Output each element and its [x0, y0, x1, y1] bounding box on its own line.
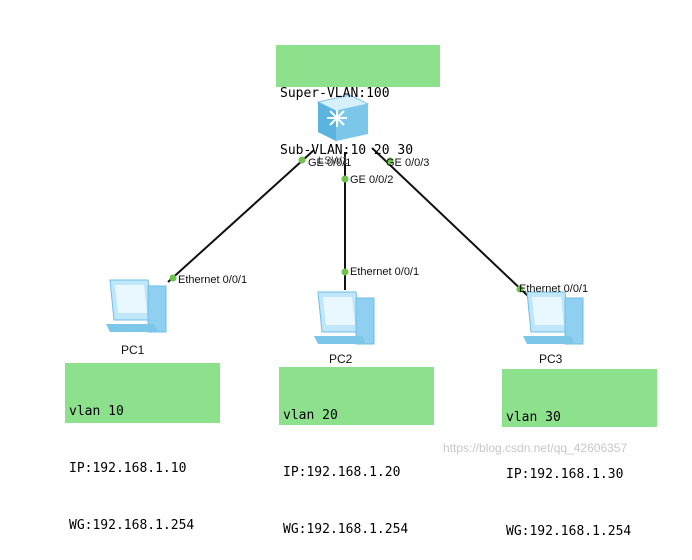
port-label-ge001: GE 0/0/1 [308, 157, 352, 169]
pc3-port-label: Ethernet 0/0/1 [519, 283, 589, 295]
pc1-ip: IP:192.168.1.10 [69, 461, 187, 476]
pc1-vlan: vlan 10 [69, 404, 124, 419]
pc2-info-box: vlan 20 IP:192.168.1.20 WG:192.168.1.254 [279, 367, 434, 537]
pc2-gateway: WG:192.168.1.254 [283, 522, 409, 537]
port-dot-ge002 [341, 175, 349, 183]
pc2-port-label: Ethernet 0/0/1 [350, 266, 420, 278]
pc1-icon[interactable] [106, 279, 167, 333]
switch-info-box: Super-VLAN:100 Sub-VLAN:10 20 30 [276, 45, 440, 158]
watermark-text: https://blog.csdn.net/qq_42606357 [443, 441, 628, 455]
pc1-port-label: Ethernet 0/0/1 [178, 274, 248, 286]
pc3-ip: IP:192.168.1.30 [506, 467, 624, 482]
pc2-name: PC2 [329, 352, 353, 366]
link-switch-pc3 [371, 147, 529, 297]
pc2-vlan: vlan 20 [283, 408, 338, 423]
switch-name-label: LSW1 [318, 155, 348, 167]
pc1-gateway: WG:192.168.1.254 [69, 518, 195, 533]
pc3-info-box: vlan 30 IP:192.168.1.30 WG:192.168.1.254 [502, 369, 657, 539]
pc3-vlan: vlan 30 [506, 410, 561, 425]
port-label-ge002: GE 0/0/2 [350, 174, 394, 186]
pc1-name: PC1 [121, 343, 145, 357]
switch-icon[interactable] [316, 94, 370, 141]
topology-canvas [106, 94, 584, 345]
port-dot-ge003 [386, 157, 394, 165]
link-switch-pc1 [167, 149, 315, 283]
sub-vlan-text: Sub-VLAN:10 20 30 [280, 143, 414, 158]
port-dot-ge001 [298, 156, 306, 164]
port-dot-pc2 [341, 268, 349, 276]
pc2-icon[interactable] [314, 291, 375, 345]
super-vlan-text: Super-VLAN:100 [280, 86, 390, 101]
port-dot-pc1 [169, 274, 177, 282]
pc3-name: PC3 [539, 352, 563, 366]
port-dot-pc3 [516, 285, 524, 293]
pc3-icon[interactable] [523, 291, 584, 345]
pc1-info-box: vlan 10 IP:192.168.1.10 WG:192.168.1.254 [65, 363, 220, 533]
port-label-ge003: GE 0/0/3 [386, 157, 430, 169]
pc3-gateway: WG:192.168.1.254 [506, 524, 632, 539]
